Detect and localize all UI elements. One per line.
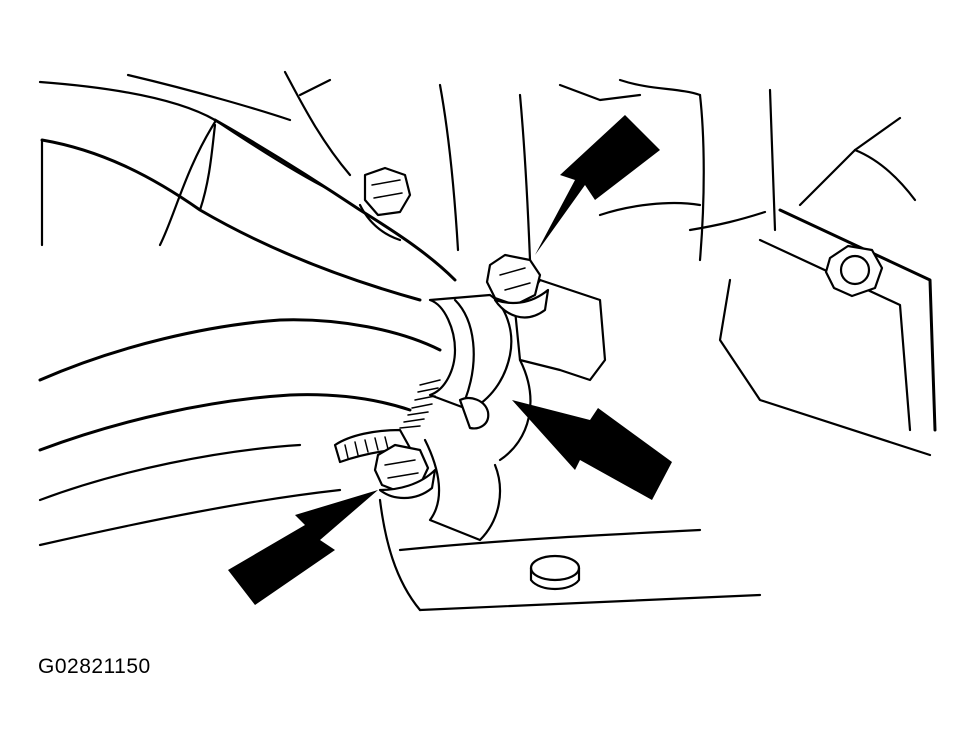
upper-bolt xyxy=(485,253,550,319)
lower-hose xyxy=(38,318,442,547)
hose-clamp xyxy=(333,293,513,464)
callout-arrows xyxy=(228,115,672,605)
right-bracket xyxy=(718,208,937,457)
upper-hose xyxy=(40,118,457,302)
figure-code: G02821150 xyxy=(38,655,151,678)
arrow-icon xyxy=(535,115,660,255)
plug-cap xyxy=(529,554,581,591)
engine-housing xyxy=(38,70,917,262)
sensor-bolt xyxy=(358,166,412,242)
arrow-icon xyxy=(228,490,378,605)
arrow-icon xyxy=(512,400,672,500)
lower-bolt xyxy=(373,443,437,500)
